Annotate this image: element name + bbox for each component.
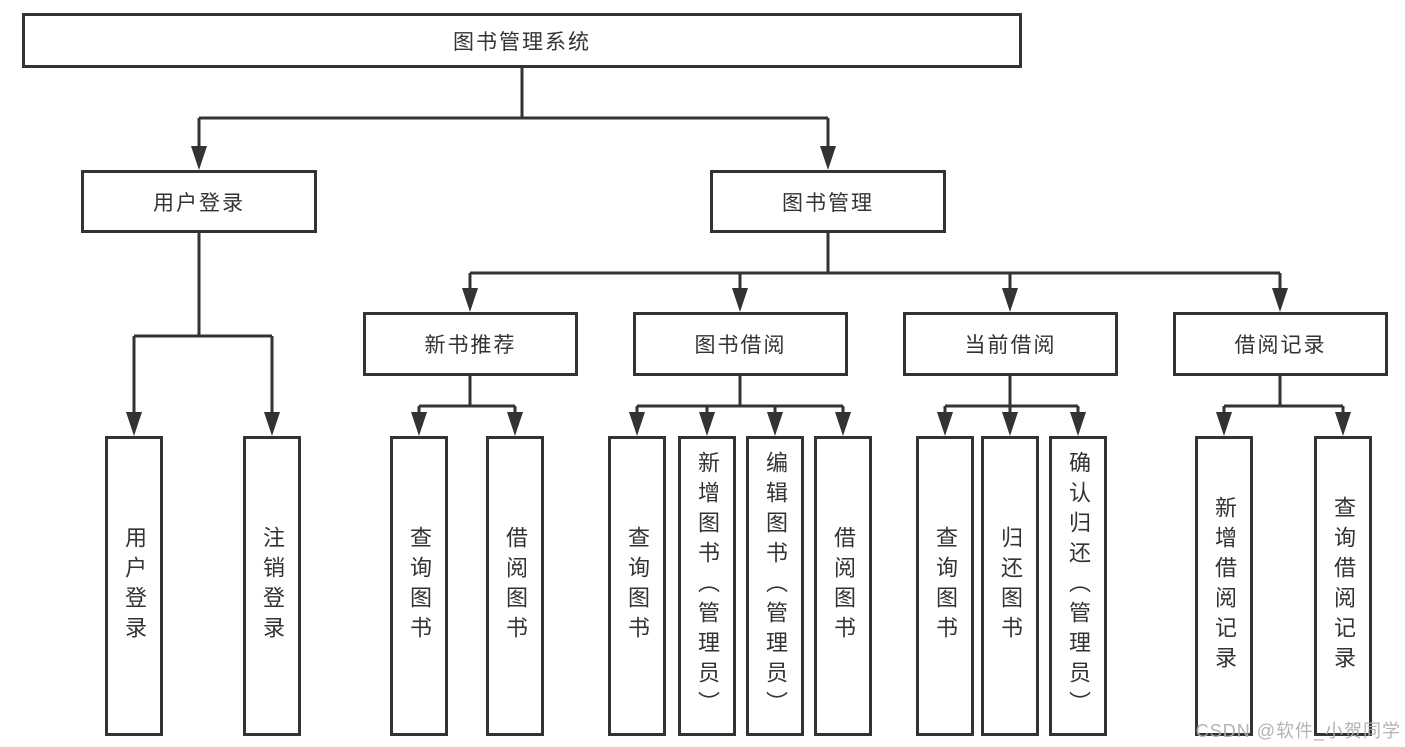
leaf-add-borrow-record: 新增借阅记录 xyxy=(1195,436,1253,736)
leaf-label: 借阅图书 xyxy=(831,526,856,646)
leaf-label: 查询图书 xyxy=(625,526,650,646)
leaf-edit-book-admin: 编辑图书（管理员） xyxy=(746,436,804,736)
node-user-login: 用户登录 xyxy=(81,170,317,233)
leaf-label: 查询图书 xyxy=(933,526,958,646)
arrowheads xyxy=(126,146,1351,436)
node-book-management: 图书管理 xyxy=(710,170,946,233)
leaf-query-books-borrow: 查询图书 xyxy=(608,436,666,736)
leaf-confirm-return-admin: 确认归还（管理员） xyxy=(1049,436,1107,736)
leaf-label: 归还图书 xyxy=(998,526,1023,646)
leaf-return-book: 归还图书 xyxy=(981,436,1039,736)
leaf-label: 查询图书 xyxy=(407,526,432,646)
node-new-book-recommend: 新书推荐 xyxy=(363,312,578,376)
leaf-query-books-recommend: 查询图书 xyxy=(390,436,448,736)
connector-paths xyxy=(132,68,1345,416)
leaf-borrow-books-recommend: 借阅图书 xyxy=(486,436,544,736)
leaf-user-login: 用户登录 xyxy=(105,436,163,736)
node-book-borrow: 图书借阅 xyxy=(633,312,848,376)
leaf-borrow-books: 借阅图书 xyxy=(814,436,872,736)
leaf-label: 确认归还（管理员） xyxy=(1066,451,1091,721)
leaf-label: 用户登录 xyxy=(122,526,147,646)
leaf-label: 新增借阅记录 xyxy=(1212,496,1237,676)
leaf-label: 注销登录 xyxy=(260,526,285,646)
leaf-label: 编辑图书（管理员） xyxy=(763,451,788,721)
node-current-borrow: 当前借阅 xyxy=(903,312,1118,376)
leaf-query-borrow-record: 查询借阅记录 xyxy=(1314,436,1372,736)
leaf-query-books-current: 查询图书 xyxy=(916,436,974,736)
leaf-add-book-admin: 新增图书（管理员） xyxy=(678,436,736,736)
leaf-label: 新增图书（管理员） xyxy=(695,451,720,721)
leaf-label: 借阅图书 xyxy=(503,526,528,646)
leaf-label: 查询借阅记录 xyxy=(1331,496,1356,676)
node-library-system: 图书管理系统 xyxy=(22,13,1022,68)
leaf-logout: 注销登录 xyxy=(243,436,301,736)
node-borrow-records: 借阅记录 xyxy=(1173,312,1388,376)
